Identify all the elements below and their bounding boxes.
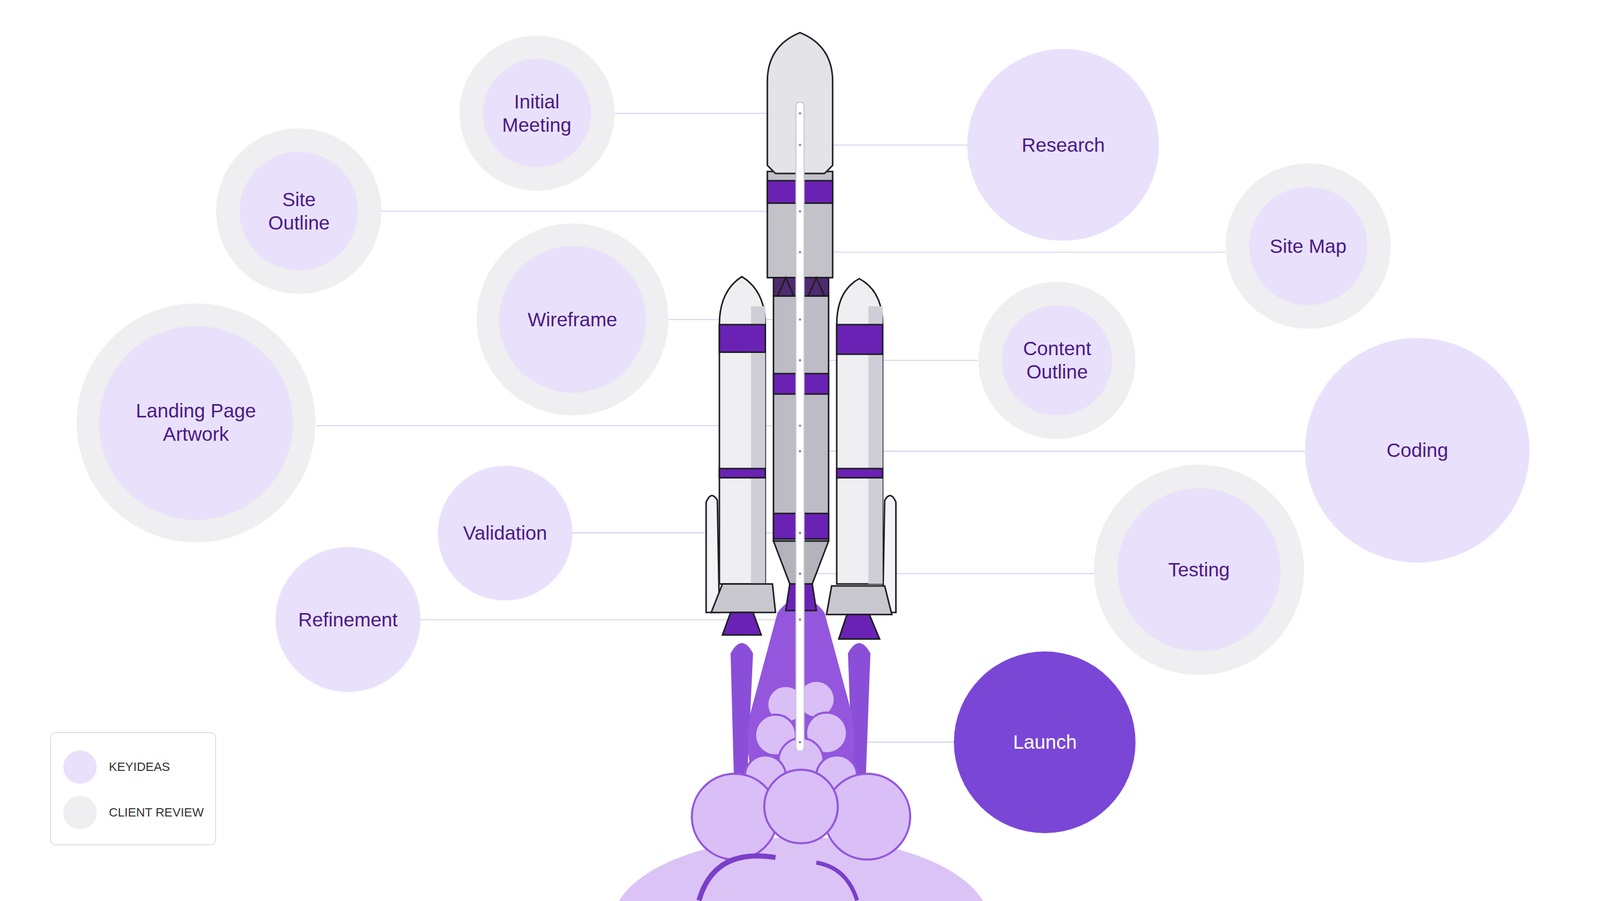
- legend-row: KEYIDEAS: [63, 750, 170, 784]
- key-idea-circle: Validation: [437, 465, 573, 600]
- client-review-circle: Testing: [1093, 464, 1304, 675]
- axis-ticks: [798, 112, 802, 744]
- legend-box: KEYIDEAS CLIENT REVIEW: [50, 731, 217, 845]
- client-review-circle: Wireframe: [476, 223, 669, 415]
- launch-circle: Launch: [953, 651, 1136, 833]
- node-label: Initial Meeting: [493, 90, 580, 137]
- node-label: Wireframe: [527, 307, 618, 332]
- node-label: Validation: [463, 521, 548, 545]
- node-label: Site Outline: [251, 187, 347, 235]
- key-idea-circle: Research: [967, 48, 1159, 241]
- legend-label: KEYIDEAS: [108, 759, 170, 774]
- circle-shape: [459, 35, 615, 191]
- circle-shape: [978, 281, 1136, 439]
- axis-bar: [796, 102, 805, 752]
- node-label: Launch: [1012, 730, 1077, 754]
- node-label: Refinement: [298, 607, 398, 632]
- node-label: Content Outline: [1013, 336, 1102, 384]
- circle-shape: [76, 303, 316, 543]
- node-label: Landing Page Artwork: [118, 398, 274, 446]
- node-label: Coding: [1386, 438, 1449, 462]
- node-label: Site Map: [1270, 234, 1347, 258]
- key-idea-circle: Refinement: [275, 546, 421, 692]
- legend-swatch: [63, 795, 97, 829]
- legend-label: CLIENT REVIEW: [108, 805, 204, 820]
- client-review-circle: Site Outline: [216, 128, 382, 294]
- client-review-circle: Landing Page Artwork: [76, 303, 316, 543]
- legend-swatch: [63, 750, 97, 784]
- client-review-circle: Initial Meeting: [459, 35, 615, 191]
- node-label: Research: [1021, 133, 1105, 157]
- circle-shape: [216, 128, 382, 294]
- key-idea-circle: Coding: [1305, 337, 1530, 563]
- node-label: Testing: [1168, 557, 1230, 582]
- client-review-circle: Site Map: [1225, 163, 1392, 329]
- legend-row: CLIENT REVIEW: [63, 795, 204, 829]
- client-review-circle: Content Outline: [978, 281, 1136, 439]
